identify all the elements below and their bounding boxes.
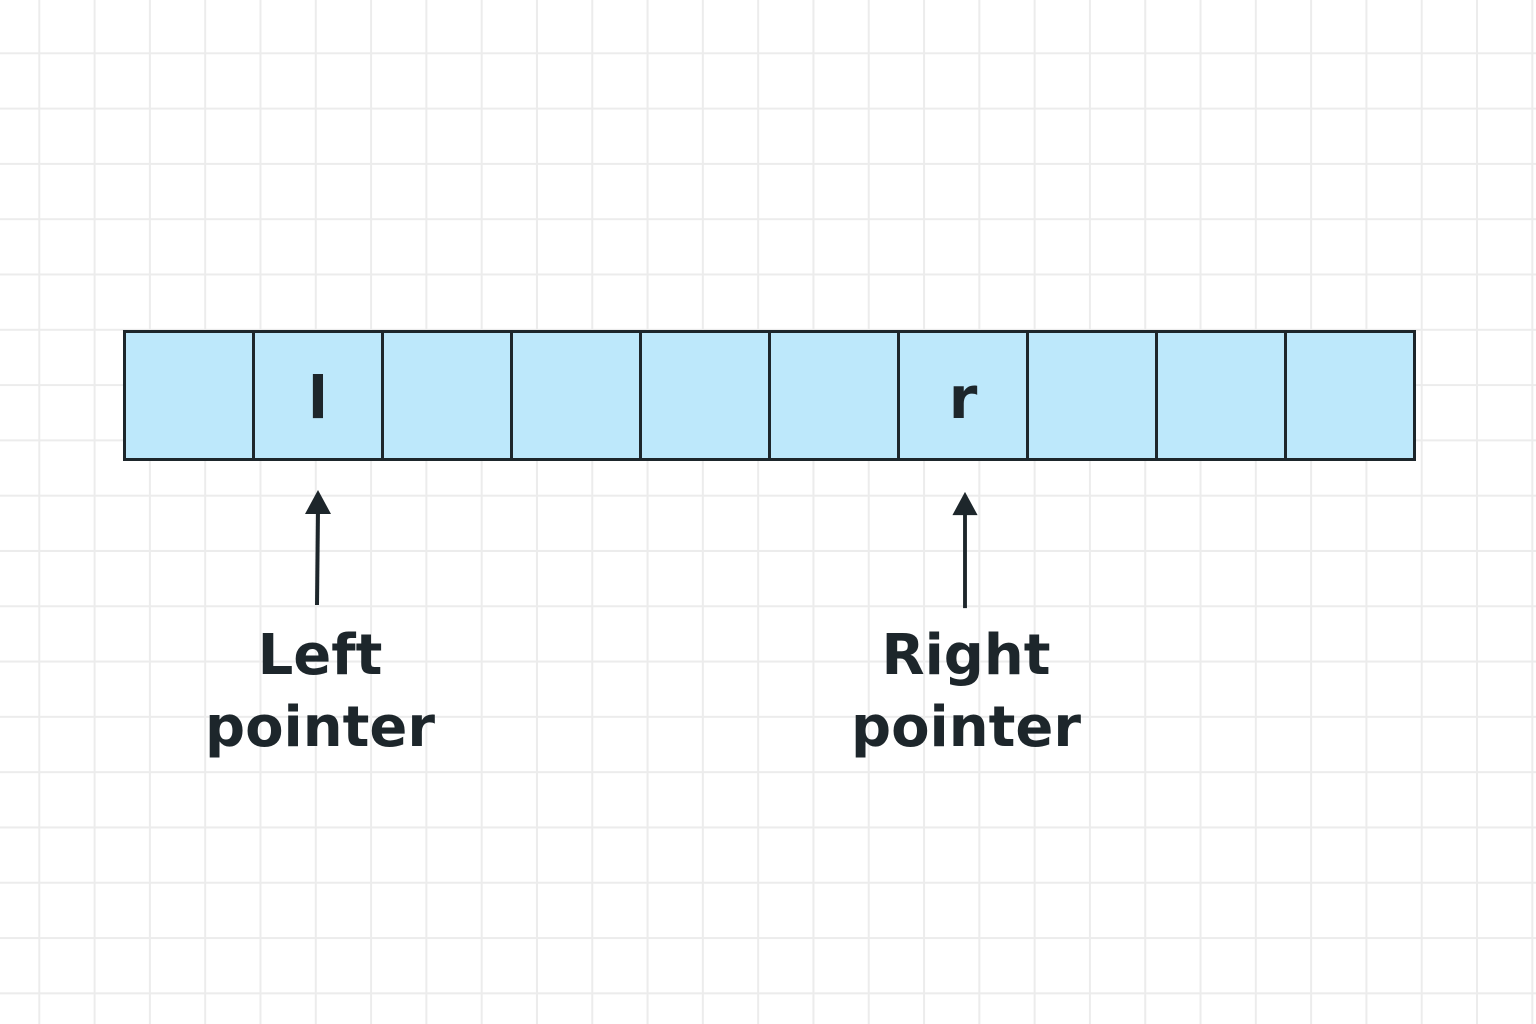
left-pointer-arrow-icon — [305, 490, 331, 606]
right-pointer-label-line2: pointer — [851, 695, 1081, 760]
left-pointer-label-line1: Left — [257, 623, 383, 688]
array-cell-8 — [1155, 333, 1284, 458]
array-cell-3 — [510, 333, 639, 458]
right-pointer-arrow-icon — [952, 491, 978, 609]
array-cell-6: r — [897, 333, 1026, 458]
array-cell-9 — [1284, 333, 1413, 458]
array-cell-0 — [126, 333, 252, 458]
left-pointer-label-line2: pointer — [205, 695, 435, 760]
right-pointer-label: Right pointer — [806, 620, 1126, 764]
array-cell-2 — [381, 333, 510, 458]
right-pointer-label-line1: Right — [881, 623, 1051, 688]
array-cell-5 — [768, 333, 897, 458]
array-cell-7 — [1026, 333, 1155, 458]
left-pointer-label: Left pointer — [160, 620, 480, 764]
array-strip: l r — [123, 330, 1416, 461]
array-cell-4 — [639, 333, 768, 458]
array-cell-1: l — [252, 333, 381, 458]
